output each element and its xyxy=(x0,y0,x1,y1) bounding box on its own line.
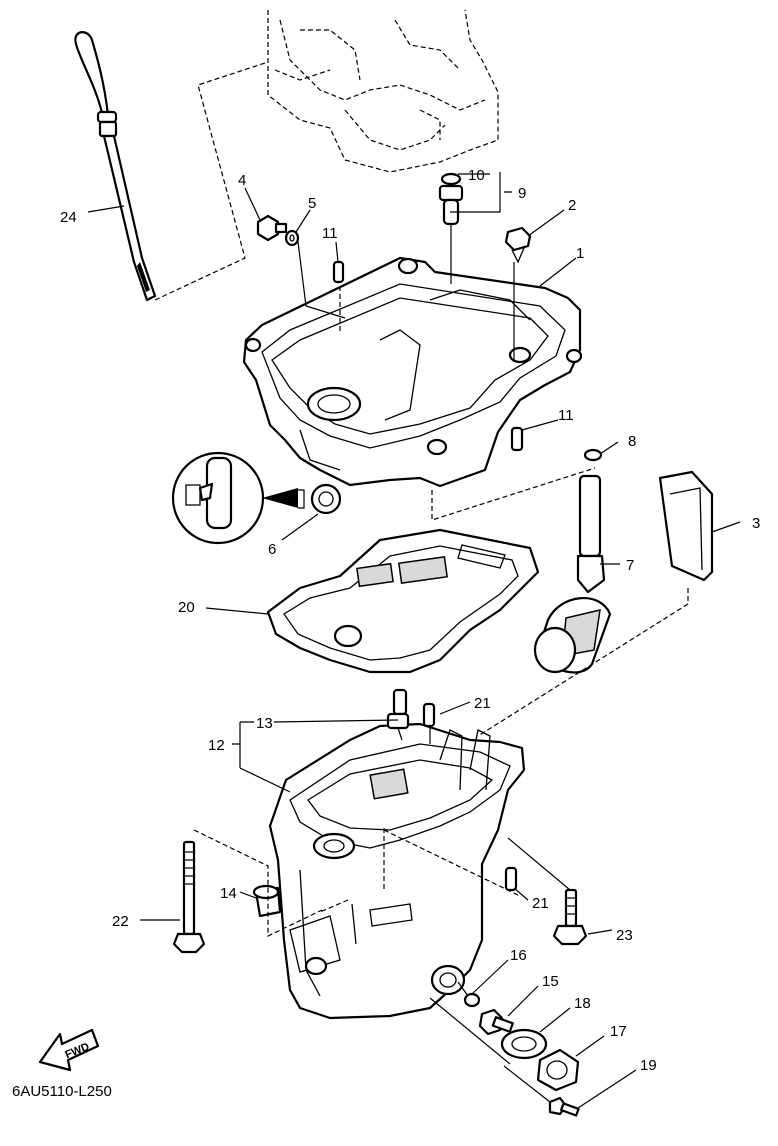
callout-21-upper: 21 xyxy=(474,695,491,712)
drain-bolt-part-15 xyxy=(478,1008,514,1036)
bolt-part-4 xyxy=(256,214,288,242)
baffle-plate-part-3 xyxy=(658,470,714,582)
drawing-code: 6AU5110-L250 xyxy=(12,1083,112,1100)
bolt-part-23 xyxy=(507,837,588,946)
callout-21-lower: 21 xyxy=(532,895,549,912)
callout-9: 9 xyxy=(518,185,526,202)
callout-3: 3 xyxy=(752,515,760,532)
callout-11-lower: 11 xyxy=(558,407,574,424)
callout-10: 10 xyxy=(468,167,485,184)
callout-19: 19 xyxy=(640,1057,657,1074)
oil-seal-part-6 xyxy=(310,483,342,515)
callout-5: 5 xyxy=(308,195,316,212)
fwd-arrow-icon: FWD xyxy=(38,1028,100,1072)
dowel-pin-part-21-upper xyxy=(422,702,436,744)
oil-pan-part-12 xyxy=(239,722,526,1020)
gasket-part-20 xyxy=(266,528,540,674)
callout-labels: 1 2 3 4 5 6 7 8 9 10 11 11 12 13 14 15 1… xyxy=(60,167,760,1074)
callout-17: 17 xyxy=(610,1023,627,1040)
screw-part-19 xyxy=(548,1096,580,1117)
elbow-fitting-part-13 xyxy=(386,688,410,741)
oil-strainer-fitting-part-9 xyxy=(438,172,464,226)
callout-11-upper: 11 xyxy=(322,225,338,242)
dipstick-part-24 xyxy=(74,31,269,302)
dowel-pin-part-11-upper xyxy=(332,260,345,284)
gasket-part-16 xyxy=(463,992,481,1008)
exhaust-guide-part-1 xyxy=(242,224,583,488)
callout-16: 16 xyxy=(510,947,527,964)
callout-1: 1 xyxy=(576,245,584,262)
drain-plug-part-17 xyxy=(536,1048,580,1092)
callout-13: 13 xyxy=(256,715,273,732)
callout-15: 15 xyxy=(542,973,559,990)
callout-7: 7 xyxy=(626,557,634,574)
callout-24: 24 xyxy=(60,209,77,226)
leader-lines xyxy=(87,172,741,1109)
dowel-pin-part-21-lower xyxy=(504,866,518,892)
callout-23: 23 xyxy=(616,927,633,944)
callout-20: 20 xyxy=(178,599,195,616)
callout-4: 4 xyxy=(238,172,246,189)
gasket-part-18 xyxy=(500,1028,548,1060)
long-bolt-part-22 xyxy=(172,829,323,954)
callout-6: 6 xyxy=(268,541,276,558)
callout-18: 18 xyxy=(574,995,591,1012)
callout-2: 2 xyxy=(568,197,576,214)
callout-8: 8 xyxy=(628,433,636,450)
callout-12: 12 xyxy=(208,737,225,754)
grommet-part-14 xyxy=(252,884,282,918)
drain-plug-part-2 xyxy=(504,226,532,264)
dowel-pin-part-11-lower xyxy=(510,426,524,452)
callout-14: 14 xyxy=(220,885,237,902)
callout-22: 22 xyxy=(112,913,129,930)
seal-detail-inset xyxy=(171,451,305,545)
washer-part-5 xyxy=(284,229,300,247)
clip-part-8 xyxy=(583,448,603,462)
oil-strainer-part-7 xyxy=(533,474,612,674)
engine-block-outline xyxy=(267,9,499,173)
